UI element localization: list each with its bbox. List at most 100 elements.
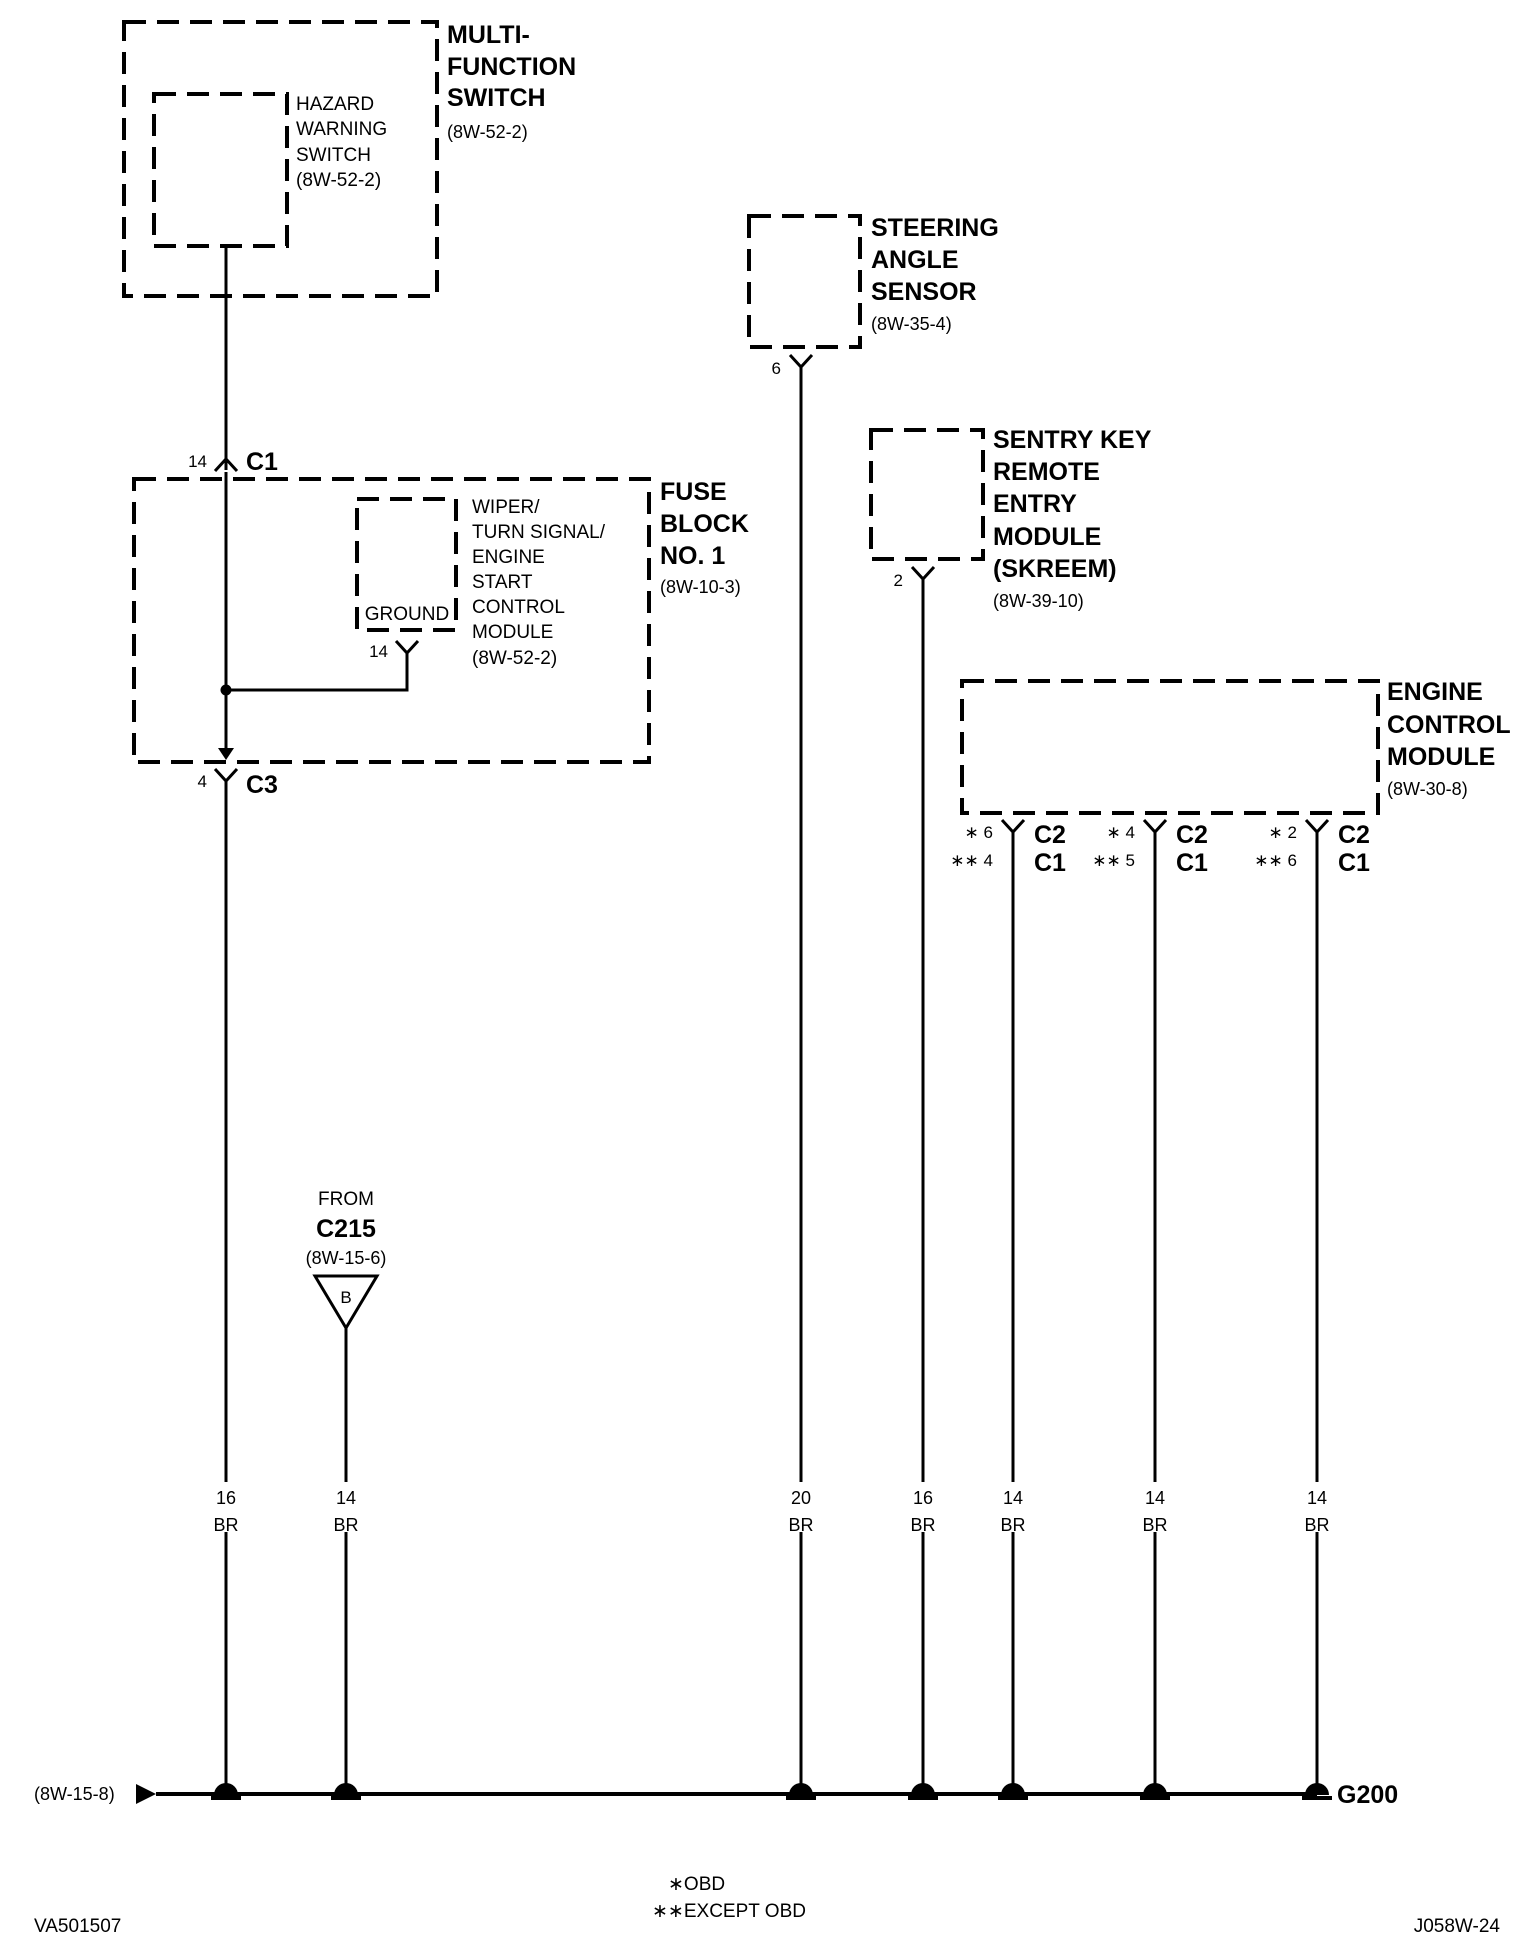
pin-number: 2 bbox=[1288, 823, 1297, 842]
fuse-block-box bbox=[132, 477, 651, 764]
ground-splice-base bbox=[211, 1796, 241, 1800]
wiper-module-ref: (8W-52-2) bbox=[472, 648, 557, 669]
wire-7-color: BR bbox=[1304, 1515, 1329, 1535]
wiper-ground-pin-number: 14 bbox=[369, 642, 388, 661]
wire-4-color: BR bbox=[910, 1515, 935, 1535]
steering-angle-sensor-label: STEERING ANGLE SENSOR bbox=[871, 214, 1006, 306]
ecm-pin-obd-1: ∗ 6 bbox=[965, 823, 993, 842]
ground-splice bbox=[334, 1783, 358, 1795]
wire-3-gauge: 20 bbox=[791, 1488, 811, 1508]
multi-function-switch-label: MULTI- FUNCTION SWITCH bbox=[447, 21, 583, 112]
ground-splice bbox=[911, 1783, 935, 1795]
connector-c1-symbol bbox=[213, 456, 239, 473]
star-marker: ∗ bbox=[668, 1874, 684, 1895]
arrow-to-c3 bbox=[218, 748, 234, 760]
wire-2-gauge: 14 bbox=[336, 1488, 356, 1508]
hazard-warning-switch-ref: (8W-52-2) bbox=[296, 170, 381, 191]
c1-connector-label: C1 bbox=[246, 448, 278, 476]
skreem-ref: (8W-39-10) bbox=[993, 591, 1084, 611]
wire-6-gauge: 14 bbox=[1145, 1488, 1165, 1508]
wiper-ground-label: GROUND bbox=[365, 604, 449, 625]
star-marker: ∗ bbox=[1269, 823, 1283, 842]
c1-pin-number: 14 bbox=[188, 452, 207, 471]
wire-wiper-ground-to-splice bbox=[226, 653, 409, 692]
from-label: FROM bbox=[318, 1189, 374, 1210]
wire-1-color: BR bbox=[213, 1515, 238, 1535]
ground-splice-base bbox=[331, 1796, 361, 1800]
skreem-box bbox=[869, 428, 985, 561]
multi-function-switch-ref: (8W-52-2) bbox=[447, 122, 528, 142]
ecm-ref: (8W-30-8) bbox=[1387, 779, 1468, 799]
legend-obd: ∗OBD bbox=[668, 1874, 725, 1895]
steering-sensor-connector-symbol bbox=[788, 353, 814, 370]
ground-splice bbox=[789, 1783, 813, 1795]
ground-left-arrow bbox=[136, 1784, 156, 1804]
ground-splices bbox=[211, 1783, 1332, 1800]
double-star-marker: ∗∗ bbox=[1092, 851, 1121, 870]
skreem-connector-symbol bbox=[910, 565, 936, 582]
ecm-pin-except-2: ∗∗ 5 bbox=[1092, 851, 1135, 870]
star-marker: ∗ bbox=[965, 823, 979, 842]
connector-c3-symbol bbox=[213, 767, 239, 784]
figure-id-right: J058W-24 bbox=[1414, 1916, 1501, 1937]
ground-splice-g200 bbox=[1305, 1783, 1329, 1795]
ground-splice bbox=[214, 1783, 238, 1795]
multi-function-switch-box bbox=[122, 20, 439, 298]
hazard-warning-switch-box bbox=[152, 92, 289, 248]
skreem-pin-number: 2 bbox=[894, 571, 903, 590]
ground-splice bbox=[1001, 1783, 1025, 1795]
splice-dot bbox=[220, 684, 232, 696]
wiper-module-box bbox=[355, 497, 458, 632]
wiper-module-label: WIPER/ TURN SIGNAL/ ENGINE START CONTROL… bbox=[472, 497, 610, 643]
ecm-connector-symbol-1 bbox=[1000, 818, 1026, 835]
legend-except-obd-text: EXCEPT OBD bbox=[684, 1901, 806, 1922]
fuse-block-label: FUSE BLOCK NO. 1 bbox=[660, 478, 756, 570]
pin-number: 5 bbox=[1126, 851, 1135, 870]
wire-7-gauge: 14 bbox=[1307, 1488, 1327, 1508]
fuse-block-ref: (8W-10-3) bbox=[660, 577, 741, 597]
double-star-marker: ∗∗ bbox=[652, 1901, 684, 1922]
pin-number: 4 bbox=[984, 851, 993, 870]
star-marker: ∗ bbox=[1107, 823, 1121, 842]
ecm-pin-except-1: ∗∗ 4 bbox=[950, 851, 993, 870]
steering-angle-sensor-ref: (8W-35-4) bbox=[871, 314, 952, 334]
legend-except-obd: ∗∗EXCEPT OBD bbox=[652, 1901, 806, 1922]
wire-6-color: BR bbox=[1142, 1515, 1167, 1535]
ground-splice-base bbox=[998, 1796, 1028, 1800]
c215-triangle-connector bbox=[312, 1274, 380, 1331]
wire-5-gauge: 14 bbox=[1003, 1488, 1023, 1508]
ground-splice-base bbox=[1140, 1796, 1170, 1800]
wire-1-gauge: 16 bbox=[216, 1488, 236, 1508]
c215-ref: (8W-15-6) bbox=[306, 1248, 387, 1268]
ground-splice-base bbox=[1302, 1796, 1332, 1800]
legend-obd-text: OBD bbox=[684, 1874, 725, 1895]
ecm-connector-symbol-2 bbox=[1142, 818, 1168, 835]
ecm-connector-symbol-3 bbox=[1304, 818, 1330, 835]
ground-splice-base bbox=[786, 1796, 816, 1800]
ecm-c1-label-2: C1 bbox=[1176, 849, 1208, 877]
ecm-pin-except-3: ∗∗ 6 bbox=[1254, 851, 1297, 870]
ground-splice-base bbox=[908, 1796, 938, 1800]
ecm-c1-label-1: C1 bbox=[1034, 849, 1066, 877]
pin-number: 6 bbox=[1288, 851, 1297, 870]
ground-splice bbox=[1143, 1783, 1167, 1795]
steering-sensor-pin-number: 6 bbox=[772, 359, 781, 378]
ecm-c1-label-3: C1 bbox=[1338, 849, 1370, 877]
wiper-ground-connector-symbol bbox=[394, 639, 420, 656]
double-star-marker: ∗∗ bbox=[950, 851, 979, 870]
ecm-c2-label-3: C2 bbox=[1338, 821, 1370, 849]
ecm-label: ENGINE CONTROL MODULE bbox=[1387, 678, 1517, 771]
wire-3-color: BR bbox=[788, 1515, 813, 1535]
ecm-pin-obd-2: ∗ 4 bbox=[1107, 823, 1135, 842]
c215-cavity-letter: B bbox=[340, 1288, 351, 1307]
skreem-label: SENTRY KEY REMOTE ENTRY MODULE (SKREEM) bbox=[993, 426, 1158, 583]
ecm-box bbox=[960, 679, 1380, 815]
c3-connector-label: C3 bbox=[246, 771, 278, 799]
steering-angle-sensor-box bbox=[747, 214, 862, 349]
c215-label: C215 bbox=[316, 1215, 376, 1243]
ecm-c2-label-1: C2 bbox=[1034, 821, 1066, 849]
figure-id-left: VA501507 bbox=[34, 1916, 121, 1937]
pin-number: 6 bbox=[984, 823, 993, 842]
hazard-warning-switch-label: HAZARD WARNING SWITCH bbox=[296, 94, 392, 166]
